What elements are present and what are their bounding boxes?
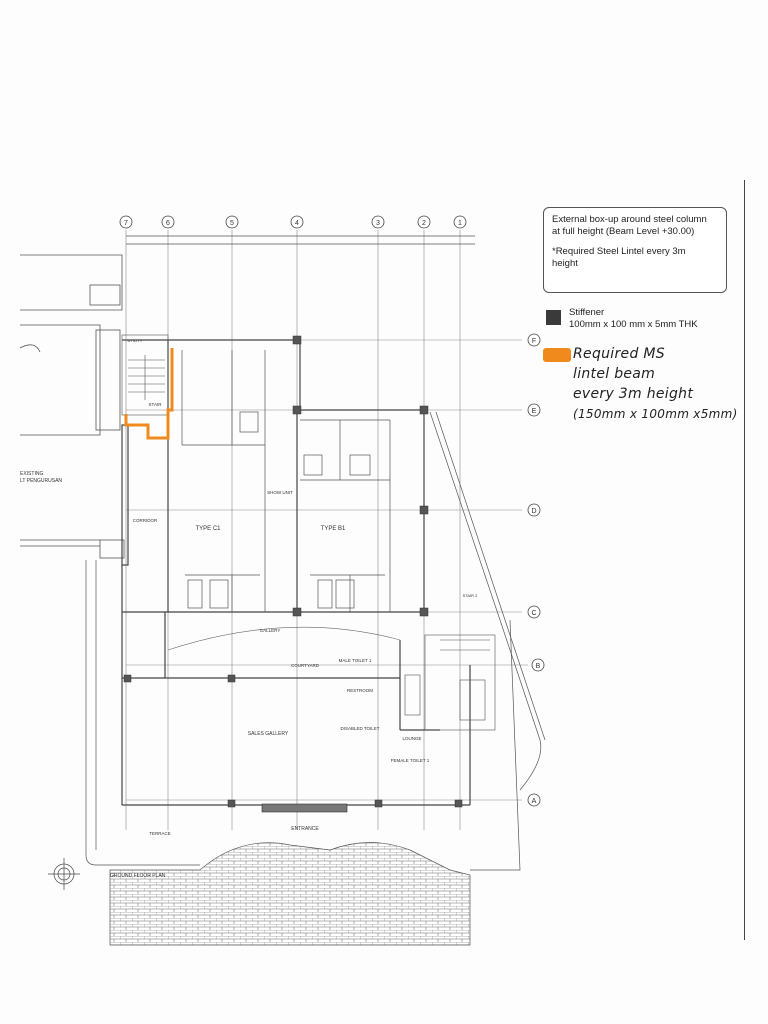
plan-title: GROUND FLOOR PLAN — [110, 873, 166, 879]
grid-label-5: 5 — [230, 220, 234, 227]
existing-label: EXISTING — [20, 471, 43, 477]
grid-label-B: B — [536, 663, 541, 670]
lintel-line-1: Required MS — [573, 346, 665, 362]
room-utility: UTILITY — [128, 338, 143, 343]
steel-column-note: External box-up around steel column at f… — [543, 207, 727, 293]
existing-building — [19, 254, 125, 559]
stiffener-size: 100mm x 100 mm x 5mm THK — [569, 319, 698, 330]
entrance-canopy — [261, 803, 348, 813]
room-restroom: RESTROOM — [347, 688, 373, 693]
room-female-toilet: FEMALE TOILET 1 — [391, 758, 430, 763]
lintel-line-3: every 3m height — [573, 386, 694, 402]
room-stair-2: STAIR 2 — [463, 593, 479, 598]
lintel-handwritten-note: Required MS lintel beam every 3m height … — [573, 344, 738, 424]
north-arrow — [48, 858, 80, 890]
room-type-c1: TYPE C1 — [195, 526, 221, 532]
existing-sub-label: LT PENGURUSAN — [20, 478, 62, 484]
room-courtyard: COURTYARD — [291, 663, 320, 668]
grid-label-6: 6 — [166, 220, 170, 227]
stiffener-swatch — [546, 310, 561, 325]
row-grid-markers — [527, 333, 545, 807]
steel-columns — [123, 335, 463, 808]
grid-label-F: F — [532, 338, 536, 345]
grid-label-4: 4 — [295, 220, 299, 227]
note-line-4: height — [552, 258, 578, 269]
grid-label-3: 3 — [376, 220, 380, 227]
room-entrance: ENTRANCE — [291, 826, 319, 832]
note-line-3: *Required Steel Lintel every 3m — [552, 246, 686, 257]
note-line-2: at full height (Beam Level +30.00) — [552, 226, 695, 237]
stiffener-title: Stiffener — [569, 307, 605, 318]
column-grid-markers — [119, 215, 467, 229]
brick-paving — [109, 842, 471, 946]
note-line-1: External box-up around steel column — [552, 214, 707, 225]
lintel-line-2: lintel beam — [573, 366, 656, 382]
grid-label-1: 1 — [458, 220, 462, 227]
room-corridor: CORRIDOR — [133, 518, 158, 523]
room-type-b1: TYPE B1 — [321, 526, 346, 532]
room-terrace: TERRACE — [149, 831, 171, 836]
room-show-unit: SHOW UNIT — [267, 490, 293, 495]
room-stair: STAIR — [149, 402, 163, 407]
grid-label-7: 7 — [124, 220, 128, 227]
room-sales-gallery: SALES GALLERY — [248, 731, 289, 737]
room-lounge: LOUNGE — [402, 736, 421, 741]
grid-label-E: E — [532, 408, 537, 415]
room-male-toilet: MALE TOILET 1 — [339, 658, 372, 663]
page-margin-line — [744, 180, 745, 940]
grid-label-C: C — [531, 610, 536, 617]
grid-label-D: D — [531, 508, 536, 515]
lintel-swatch — [543, 348, 571, 362]
room-disabled-toilet: DISABLED TOILET — [340, 726, 379, 731]
grid-label-2: 2 — [422, 220, 426, 227]
orange-lintel-marking — [124, 348, 174, 440]
lintel-line-4: (150mm x 100mm x5mm) — [573, 407, 738, 421]
stiffener-legend: Stiffener 100mm x 100 mm x 5mm THK — [569, 307, 698, 331]
room-gallery: GALLERY — [260, 628, 281, 633]
grid-label-A: A — [532, 798, 537, 805]
